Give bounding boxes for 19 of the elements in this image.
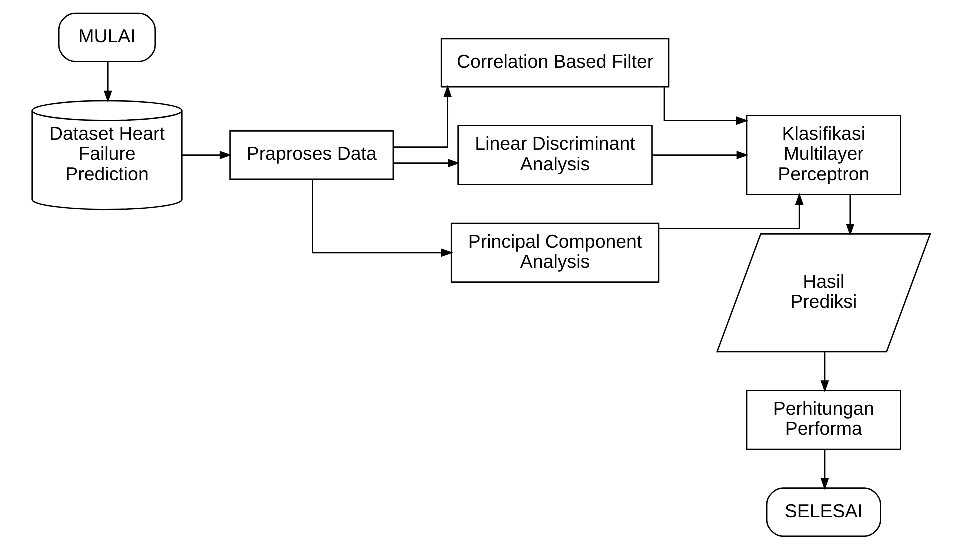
arrow xyxy=(658,193,804,230)
arrow xyxy=(393,159,460,168)
arrow xyxy=(182,151,232,160)
node-box: Perhitungan Performa xyxy=(746,390,901,450)
node-box: Praproses Data xyxy=(229,130,394,180)
node-box: Klasifikasi Multilayer Perceptron xyxy=(746,115,901,196)
arrow xyxy=(846,194,854,236)
arrow xyxy=(393,85,452,148)
node-box: MULAI xyxy=(58,12,156,62)
arrow xyxy=(103,62,112,103)
node-box: Correlation Based Filter xyxy=(440,38,670,88)
arrow xyxy=(652,151,748,160)
node-box: SELESAI xyxy=(766,488,881,538)
arrow xyxy=(820,352,829,393)
arrow xyxy=(312,179,453,258)
arrow xyxy=(820,450,829,490)
node-box: Linear Discriminant Analysis xyxy=(457,125,652,186)
arrow xyxy=(663,87,748,126)
node-box: Principal Component Analysis xyxy=(450,222,660,284)
